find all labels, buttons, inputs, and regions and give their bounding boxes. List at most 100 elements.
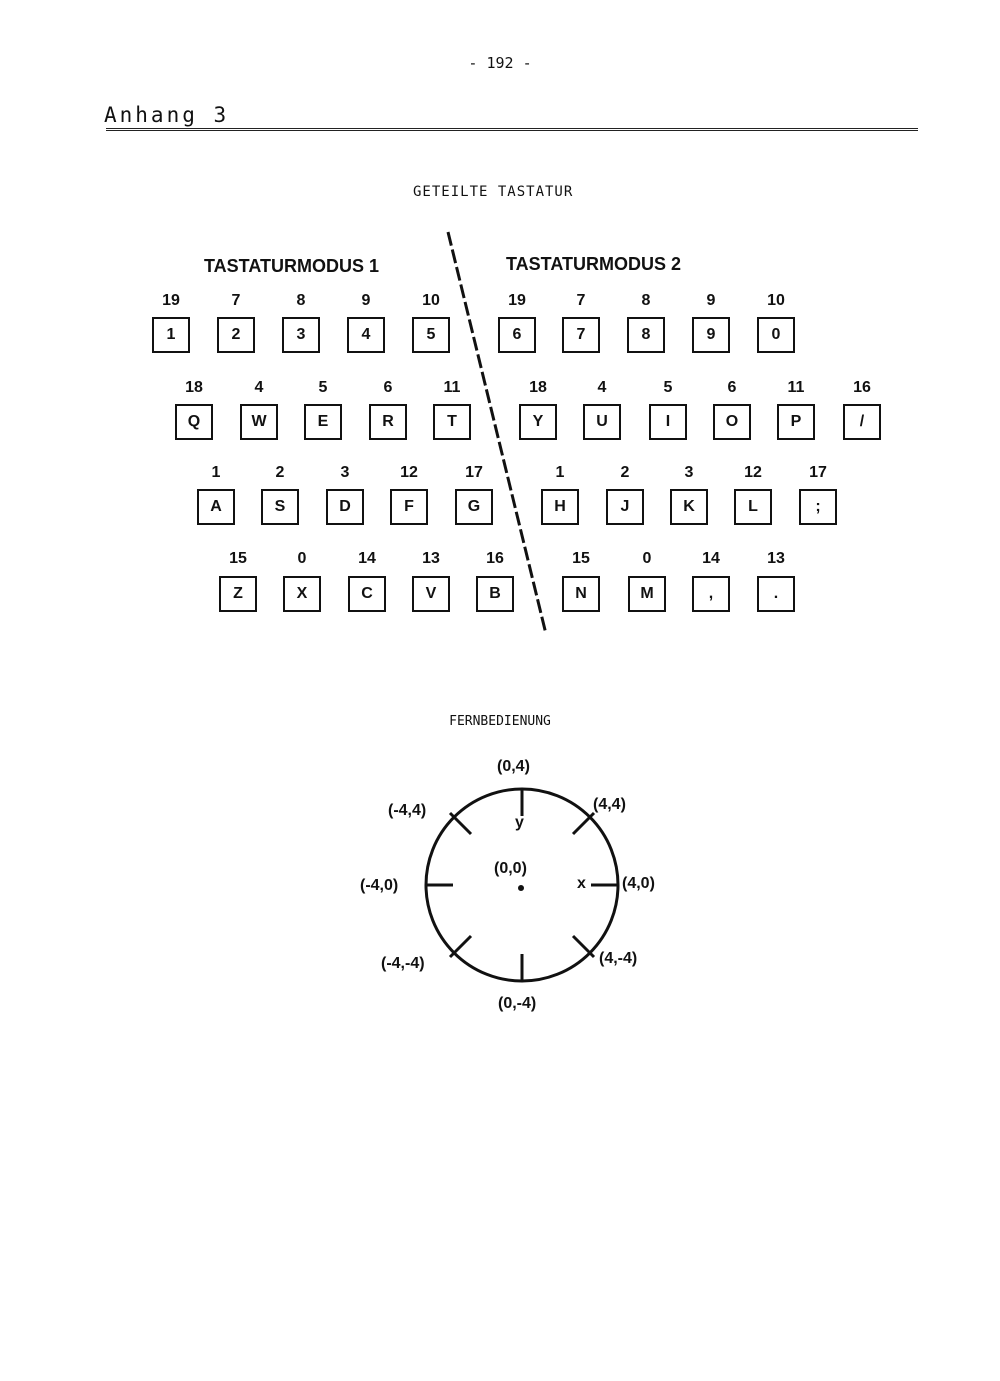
key-code: 0 bbox=[297, 550, 307, 567]
key-u[interactable]: U bbox=[583, 404, 621, 440]
key-code: 13 bbox=[422, 550, 440, 567]
key-l[interactable]: L bbox=[734, 489, 772, 525]
key-2[interactable]: 2 bbox=[217, 317, 255, 353]
key-code: 10 bbox=[767, 292, 785, 309]
key-code: 12 bbox=[744, 464, 762, 481]
key-code: 10 bbox=[422, 292, 440, 309]
key-k[interactable]: K bbox=[670, 489, 708, 525]
remote-label-sw: (-4,-4) bbox=[381, 955, 425, 972]
key-code: 13 bbox=[767, 550, 785, 567]
key-r[interactable]: R bbox=[369, 404, 407, 440]
remote-label-s: (0,-4) bbox=[498, 995, 537, 1012]
key-z[interactable]: Z bbox=[219, 576, 257, 612]
key-code: 7 bbox=[231, 292, 241, 309]
key-code: 9 bbox=[706, 292, 716, 309]
key-code: 18 bbox=[185, 379, 203, 396]
key-0[interactable]: 0 bbox=[757, 317, 795, 353]
key-code: 3 bbox=[340, 464, 350, 481]
key-code: 18 bbox=[529, 379, 547, 396]
remote-axis-x-label: x bbox=[577, 875, 586, 892]
mode-2-title: TASTATURMODUS 2 bbox=[506, 254, 681, 274]
heading-rule bbox=[106, 128, 918, 131]
key-6[interactable]: 6 bbox=[498, 317, 536, 353]
remote-title: FERNBEDIENUNG bbox=[449, 714, 551, 729]
key-code: 2 bbox=[275, 464, 285, 481]
key-semicolon[interactable]: ; bbox=[799, 489, 837, 525]
key-4[interactable]: 4 bbox=[347, 317, 385, 353]
key-t[interactable]: T bbox=[433, 404, 471, 440]
key-i[interactable]: I bbox=[649, 404, 687, 440]
remote-label-nw: (-4,4) bbox=[388, 802, 427, 819]
key-code: 5 bbox=[663, 379, 673, 396]
key-code: 9 bbox=[361, 292, 371, 309]
key-code: 14 bbox=[702, 550, 720, 567]
key-code: 0 bbox=[642, 550, 652, 567]
key-q[interactable]: Q bbox=[175, 404, 213, 440]
key-comma[interactable]: , bbox=[692, 576, 730, 612]
key-x[interactable]: X bbox=[283, 576, 321, 612]
key-7[interactable]: 7 bbox=[562, 317, 600, 353]
key-m[interactable]: M bbox=[628, 576, 666, 612]
key-code: 19 bbox=[508, 292, 526, 309]
key-9[interactable]: 9 bbox=[692, 317, 730, 353]
key-s[interactable]: S bbox=[261, 489, 299, 525]
section-heading: Anhang 3 bbox=[104, 103, 230, 127]
key-code: 17 bbox=[809, 464, 827, 481]
key-d[interactable]: D bbox=[326, 489, 364, 525]
key-o[interactable]: O bbox=[713, 404, 751, 440]
remote-label-center: (0,0) bbox=[494, 860, 527, 877]
key-g[interactable]: G bbox=[455, 489, 493, 525]
key-code: 17 bbox=[465, 464, 483, 481]
key-code: 5 bbox=[318, 379, 328, 396]
key-h[interactable]: H bbox=[541, 489, 579, 525]
remote-label-w: (-4,0) bbox=[360, 877, 399, 894]
remote-label-n: (0,4) bbox=[497, 758, 530, 775]
key-code: 16 bbox=[486, 550, 504, 567]
key-code: 1 bbox=[211, 464, 221, 481]
key-code: 7 bbox=[576, 292, 586, 309]
key-code: 6 bbox=[383, 379, 393, 396]
key-code: 11 bbox=[787, 379, 805, 396]
key-code: 19 bbox=[162, 292, 180, 309]
remote-label-se: (4,-4) bbox=[599, 950, 638, 967]
key-w[interactable]: W bbox=[240, 404, 278, 440]
key-code: 2 bbox=[620, 464, 630, 481]
key-code: 14 bbox=[358, 550, 376, 567]
key-period[interactable]: . bbox=[757, 576, 795, 612]
key-slash[interactable]: / bbox=[843, 404, 881, 440]
key-code: 1 bbox=[555, 464, 565, 481]
key-n[interactable]: N bbox=[562, 576, 600, 612]
key-a[interactable]: A bbox=[197, 489, 235, 525]
remote-label-e: (4,0) bbox=[622, 875, 655, 892]
keyboard-title: GETEILTE TASTATUR bbox=[413, 184, 574, 200]
key-f[interactable]: F bbox=[390, 489, 428, 525]
key-code: 15 bbox=[229, 550, 247, 567]
key-code: 4 bbox=[597, 379, 607, 396]
mode-1-title: TASTATURMODUS 1 bbox=[204, 256, 379, 276]
key-code: 15 bbox=[572, 550, 590, 567]
key-v[interactable]: V bbox=[412, 576, 450, 612]
remote-axis-y-label: y bbox=[515, 814, 524, 831]
key-code: 6 bbox=[727, 379, 737, 396]
key-j[interactable]: J bbox=[606, 489, 644, 525]
key-code: 11 bbox=[443, 379, 461, 396]
key-5[interactable]: 5 bbox=[412, 317, 450, 353]
remote-label-ne: (4,4) bbox=[593, 796, 626, 813]
key-1[interactable]: 1 bbox=[152, 317, 190, 353]
key-code: 8 bbox=[296, 292, 306, 309]
key-p[interactable]: P bbox=[777, 404, 815, 440]
key-3[interactable]: 3 bbox=[282, 317, 320, 353]
page-number: - 192 - bbox=[468, 54, 532, 72]
key-b[interactable]: B bbox=[476, 576, 514, 612]
key-code: 4 bbox=[254, 379, 264, 396]
key-code: 8 bbox=[641, 292, 651, 309]
key-code: 3 bbox=[684, 464, 694, 481]
key-c[interactable]: C bbox=[348, 576, 386, 612]
key-e[interactable]: E bbox=[304, 404, 342, 440]
key-y[interactable]: Y bbox=[519, 404, 557, 440]
key-code: 16 bbox=[853, 379, 871, 396]
key-8[interactable]: 8 bbox=[627, 317, 665, 353]
key-code: 12 bbox=[400, 464, 418, 481]
